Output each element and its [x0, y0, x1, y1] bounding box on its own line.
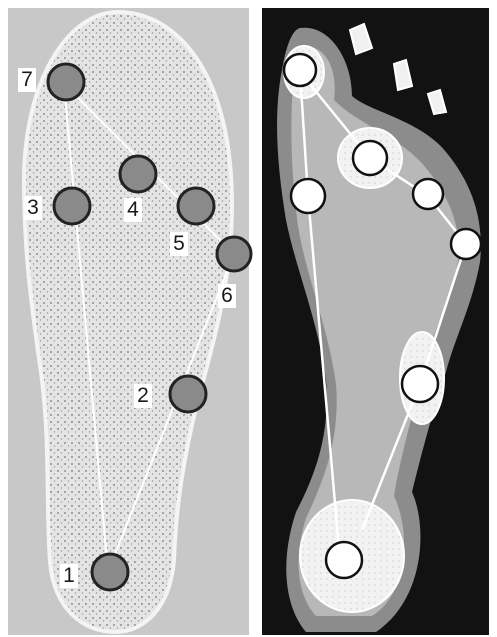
marker-met-mid [413, 179, 443, 209]
sensor-label-6: 6 [218, 284, 236, 308]
sensor-4-circle [120, 156, 156, 192]
marker-medial-forefoot [291, 179, 325, 213]
sensor-label-5: 5 [170, 232, 188, 256]
sensor-label-7: 7 [18, 68, 36, 92]
insole-panel [8, 8, 251, 635]
marker-met-head [353, 141, 387, 175]
sensor-label-4: 4 [124, 198, 142, 222]
sensor-2-circle [170, 376, 206, 412]
marker-toe [284, 54, 316, 86]
marker-midfoot [402, 366, 438, 402]
sensor-6-circle [217, 237, 251, 271]
sensor-1-circle [92, 554, 128, 590]
sensor-label-1: 1 [60, 564, 78, 588]
sensor-3-circle [54, 188, 90, 224]
sensor-label-3: 3 [24, 196, 42, 220]
sensor-7-circle [48, 64, 84, 100]
marker-heel [326, 542, 362, 578]
marker-lateral-forefoot [451, 229, 481, 259]
sensor-label-2: 2 [134, 384, 152, 408]
sensor-5-circle [178, 188, 214, 224]
pressure-panel [262, 8, 489, 635]
